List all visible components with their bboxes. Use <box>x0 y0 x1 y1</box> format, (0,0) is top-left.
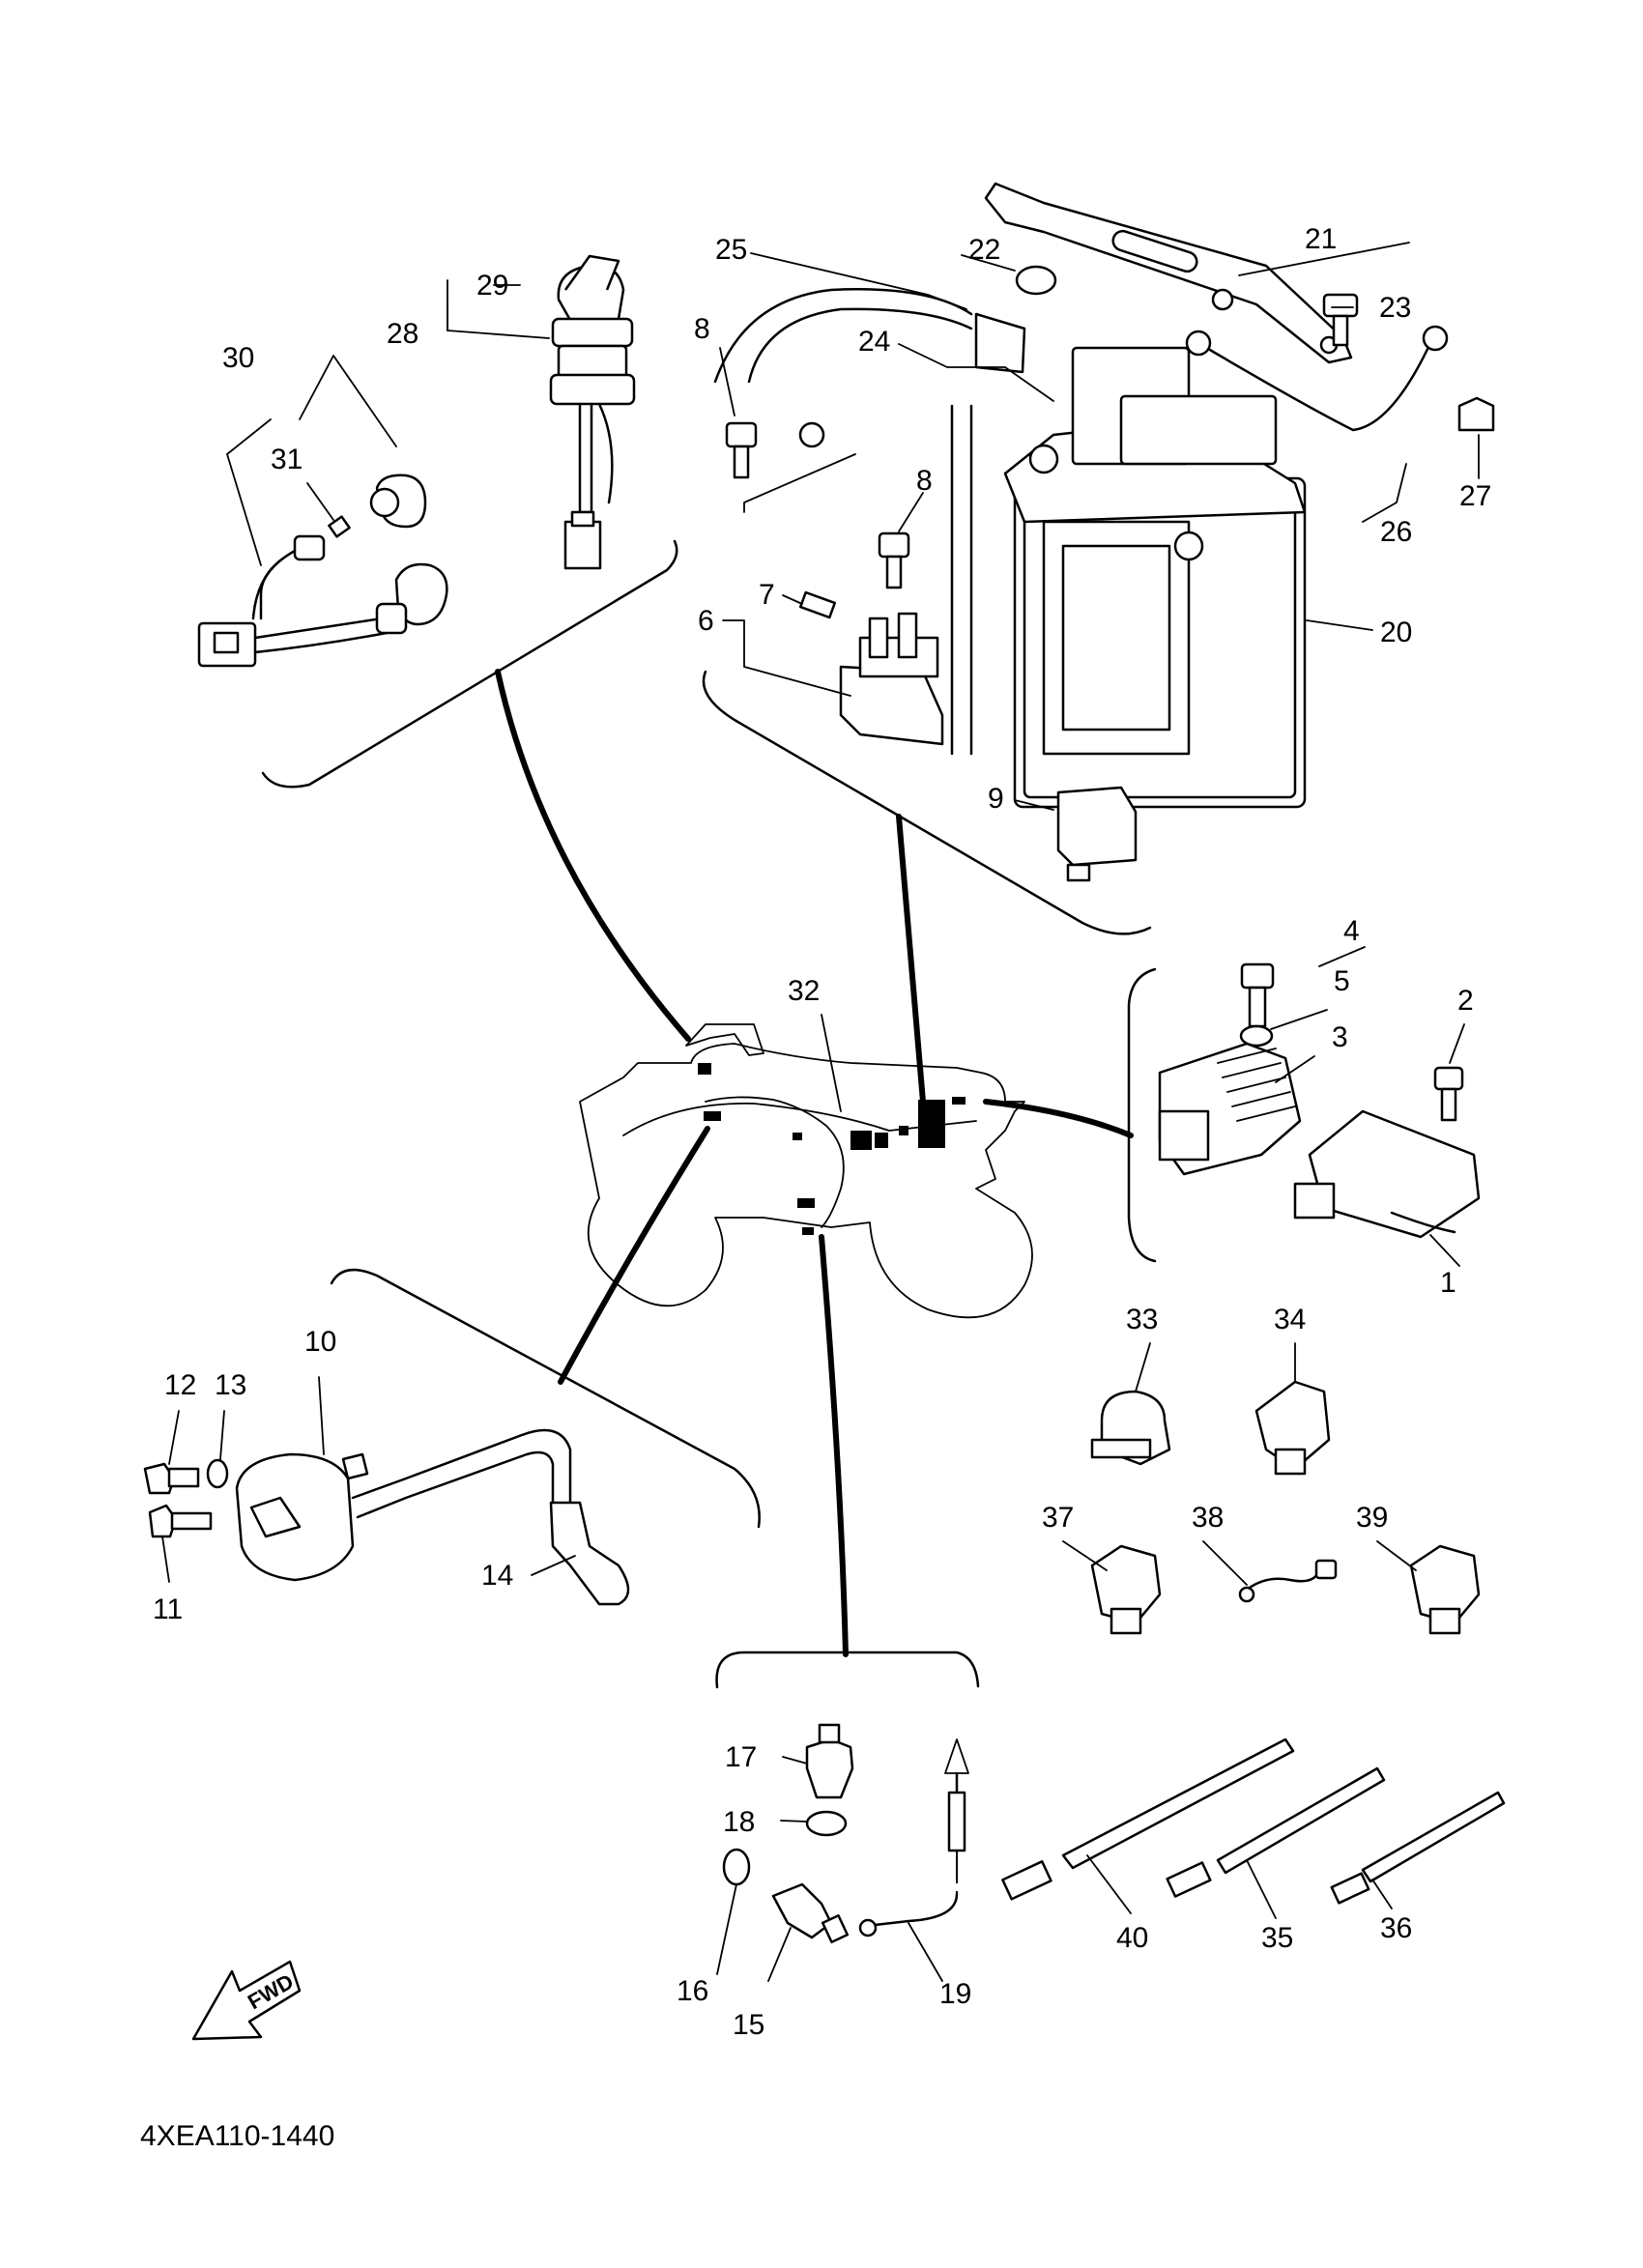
callout-8b: 8 <box>916 465 933 497</box>
clamp-37 <box>1090 1544 1162 1635</box>
group-bracket-regulator <box>1127 967 1157 1263</box>
leader-main-switch <box>495 669 691 1042</box>
fuse <box>798 590 837 619</box>
callout-36: 36 <box>1380 1912 1412 1944</box>
breather-hose <box>950 404 973 756</box>
clamp-39 <box>1409 1544 1481 1635</box>
bolt-12 <box>143 1462 200 1495</box>
callout-labels: 1 2 3 4 5 6 7 8 8 9 10 11 12 13 14 15 16… <box>153 223 1491 2041</box>
callout-3: 3 <box>1332 1021 1348 1053</box>
callout-22: 22 <box>968 234 1000 266</box>
thermo-switch-17 <box>805 1723 854 1799</box>
callout-13: 13 <box>215 1369 246 1401</box>
callout-37: 37 <box>1042 1502 1074 1534</box>
callout-9: 9 <box>988 783 1004 815</box>
callout-5: 5 <box>1334 965 1350 997</box>
clamp-34 <box>1254 1380 1331 1476</box>
bolt-8 <box>725 421 910 589</box>
callout-7: 7 <box>759 579 775 611</box>
callout-24: 24 <box>858 326 890 358</box>
callout-14: 14 <box>481 1560 513 1592</box>
bolt-2 <box>1433 1066 1464 1122</box>
callout-33: 33 <box>1126 1304 1158 1335</box>
fwd-arrow-icon: FWD <box>191 1960 302 2041</box>
washer-13 <box>206 1458 229 1489</box>
cable-tie-36 <box>1330 1791 1506 1905</box>
light-socket-assembly <box>197 474 448 668</box>
sensor-lead-19 <box>858 1738 969 1938</box>
rivet-27 <box>1457 396 1495 432</box>
callout-16: 16 <box>677 1975 708 2007</box>
callout-17: 17 <box>725 1741 757 1773</box>
callout-6: 6 <box>698 605 714 637</box>
callout-25: 25 <box>715 234 747 266</box>
group-bracket-battery <box>702 670 1152 935</box>
callout-38: 38 <box>1192 1502 1224 1534</box>
callout-1: 1 <box>1440 1267 1456 1299</box>
callout-32: 32 <box>788 975 820 1007</box>
callout-30: 30 <box>222 342 254 374</box>
neutral-switch-15 <box>771 1882 850 1944</box>
vehicle-silhouette <box>579 1023 1033 1319</box>
cable-tie-40 <box>1001 1737 1295 1901</box>
callout-15: 15 <box>733 2009 764 2041</box>
callout-11: 11 <box>153 1593 183 1625</box>
callout-21: 21 <box>1305 223 1337 255</box>
callout-10: 10 <box>304 1326 336 1358</box>
starter-relay <box>839 612 944 746</box>
leader-ignition-coil <box>558 1126 710 1385</box>
callout-35: 35 <box>1261 1922 1293 1954</box>
clamp-38 <box>1238 1559 1338 1603</box>
ignition-coil <box>235 1428 572 1582</box>
bolt-23 <box>1322 293 1359 347</box>
washer-5 <box>1239 1024 1274 1048</box>
group-bracket-main-switch <box>261 539 678 789</box>
bolt-4 <box>1240 962 1275 1028</box>
callout-18: 18 <box>723 1806 755 1838</box>
callout-8a: 8 <box>694 313 710 345</box>
battery-cap <box>1015 265 1057 296</box>
callout-leaders <box>161 242 1480 1982</box>
group-bracket-ignition-coil <box>330 1268 761 1529</box>
leader-regulator <box>983 1099 1134 1138</box>
callout-31: 31 <box>271 444 303 475</box>
rectifier-regulator <box>1158 1042 1302 1176</box>
cable-tie-35 <box>1166 1766 1386 1898</box>
battery-negative-lead <box>1185 325 1449 432</box>
callout-28: 28 <box>387 318 418 350</box>
gasket-18 <box>805 1810 848 1837</box>
group-bracket-sensors <box>715 1651 980 1689</box>
callout-2: 2 <box>1457 985 1474 1017</box>
spark-plug-cap <box>549 1501 630 1606</box>
callout-40: 40 <box>1116 1922 1148 1954</box>
callout-4: 4 <box>1343 915 1360 947</box>
callout-12: 12 <box>164 1369 196 1401</box>
callout-39: 39 <box>1356 1502 1388 1534</box>
leader-sensors <box>819 1234 849 1657</box>
callout-19: 19 <box>939 1978 971 2010</box>
callout-23: 23 <box>1379 292 1411 324</box>
callout-34: 34 <box>1274 1304 1306 1335</box>
relay-9 <box>1056 786 1138 882</box>
callout-20: 20 <box>1380 617 1412 648</box>
clamp-33 <box>1090 1390 1171 1466</box>
gasket-16 <box>722 1848 751 1886</box>
battery-band <box>984 182 1353 364</box>
leader-battery <box>896 814 926 1105</box>
main-switch-assembly <box>549 254 636 570</box>
callout-29: 29 <box>476 270 508 301</box>
diagram-code: 4XEA110-1440 <box>140 2120 334 2152</box>
battery-assembly <box>1003 346 1307 809</box>
callout-26: 26 <box>1380 516 1412 548</box>
callout-27: 27 <box>1459 480 1491 512</box>
cdi-unit <box>1293 1109 1481 1239</box>
bolt-11 <box>148 1504 213 1538</box>
